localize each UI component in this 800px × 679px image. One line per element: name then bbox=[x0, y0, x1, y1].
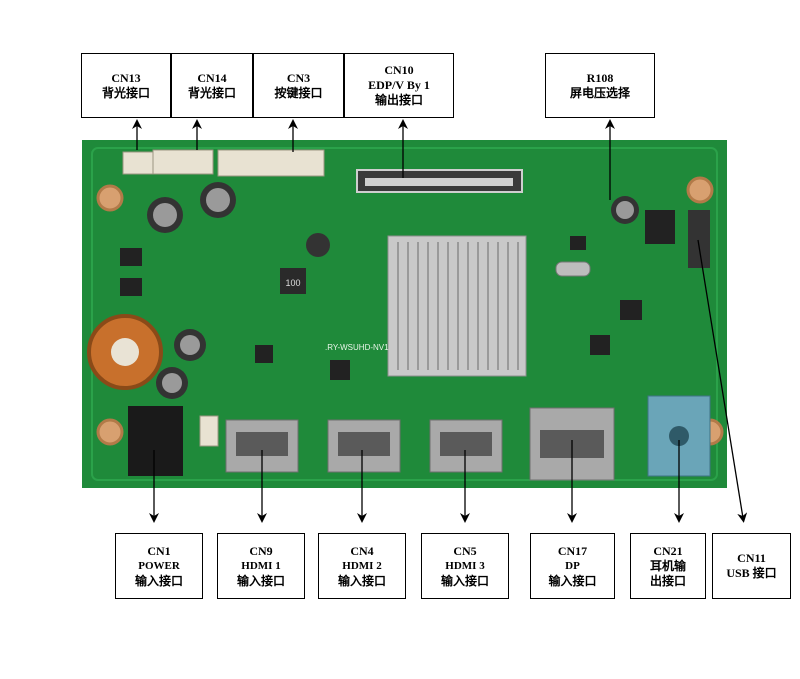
ic-chip bbox=[645, 210, 675, 244]
label-cn21-line3: 出接口 bbox=[649, 573, 686, 588]
label-cn21-line2: 耳机输 bbox=[649, 558, 686, 573]
label-cn3-line2: 按键接口 bbox=[274, 85, 323, 100]
label-cn1-line3: 输入接口 bbox=[134, 573, 183, 588]
label-cn1-line1: CN1 bbox=[147, 543, 171, 558]
label-cn17-line1: CN17 bbox=[557, 543, 588, 558]
cn10-connector-slot bbox=[365, 178, 513, 186]
hdmi2-port-opening bbox=[338, 432, 390, 456]
label-cn14: CN14 背光接口 bbox=[171, 53, 253, 118]
power-jack bbox=[128, 406, 183, 476]
label-cn11: CN11 USB 接口 bbox=[712, 533, 791, 599]
label-cn13: CN13 背光接口 bbox=[81, 53, 171, 118]
label-cn4: CN4 HDMI 2 输入接口 bbox=[318, 533, 406, 599]
ic-chip bbox=[590, 335, 610, 355]
label-cn9-line2: HDMI 1 bbox=[241, 559, 281, 572]
label-cn11-line2: USB 接口 bbox=[726, 566, 777, 580]
mounting-hole bbox=[96, 184, 124, 212]
label-r108-line2: 屏电压选择 bbox=[569, 85, 630, 100]
capacitor bbox=[206, 188, 230, 212]
board-silkscreen: .RY-WSUHD-NV1 bbox=[325, 343, 389, 352]
label-cn1-line2: POWER bbox=[138, 559, 180, 572]
label-cn17: CN17 DP 输入接口 bbox=[530, 533, 615, 599]
capacitor bbox=[306, 233, 330, 257]
label-cn10-line2: EDP/V By 1 bbox=[368, 78, 430, 92]
label-cn3: CN3 按键接口 bbox=[253, 53, 344, 118]
label-cn5-line1: CN5 bbox=[453, 543, 477, 558]
ic-chip bbox=[330, 360, 350, 380]
label-cn4-line1: CN4 bbox=[350, 543, 374, 558]
label-cn9: CN9 HDMI 1 输入接口 bbox=[217, 533, 305, 599]
capacitor bbox=[180, 335, 200, 355]
label-cn4-line2: HDMI 2 bbox=[342, 559, 382, 572]
label-cn21: CN21 耳机输 出接口 bbox=[630, 533, 706, 599]
small-connector bbox=[199, 415, 219, 447]
toroid-inductor-core bbox=[111, 338, 139, 366]
label-cn5-line3: 输入接口 bbox=[440, 573, 489, 588]
arrow-cn11 bbox=[697, 239, 748, 523]
label-cn4-line3: 输入接口 bbox=[337, 573, 386, 588]
capacitor bbox=[153, 203, 177, 227]
label-cn5: CN5 HDMI 3 输入接口 bbox=[421, 533, 509, 599]
label-cn9-line1: CN9 bbox=[249, 543, 273, 558]
mounting-hole bbox=[686, 176, 714, 204]
ic-chip bbox=[620, 300, 642, 320]
inductor-marking: 100 bbox=[285, 278, 300, 288]
mounting-hole bbox=[96, 418, 124, 446]
label-cn3-line1: CN3 bbox=[286, 70, 311, 85]
cn3-connector bbox=[217, 149, 325, 177]
label-cn10-line3: 输出接口 bbox=[374, 93, 423, 107]
crystal bbox=[555, 261, 591, 277]
ic-chip bbox=[570, 236, 586, 250]
inductor-100 bbox=[280, 268, 306, 294]
heatsink-fins bbox=[397, 242, 519, 370]
label-cn13-line1: CN13 bbox=[111, 70, 141, 85]
mosfet bbox=[120, 278, 142, 296]
label-cn14-line1: CN14 bbox=[197, 70, 227, 85]
label-cn9-line3: 输入接口 bbox=[236, 573, 285, 588]
cn14-connector bbox=[152, 149, 214, 175]
capacitor bbox=[616, 201, 634, 219]
label-r108: R108 屏电压选择 bbox=[545, 53, 655, 118]
label-cn1: CN1 POWER 输入接口 bbox=[115, 533, 203, 599]
label-cn11-line1: CN11 bbox=[737, 551, 766, 565]
label-cn21-line1: CN21 bbox=[653, 543, 683, 558]
label-cn10: CN10 EDP/V By 1 输出接口 bbox=[344, 53, 454, 118]
mosfet bbox=[120, 248, 142, 266]
audio-jack-hole bbox=[669, 426, 689, 446]
label-cn17-line2: DP bbox=[565, 559, 580, 572]
label-cn10-line1: CN10 bbox=[384, 63, 414, 77]
pcb-board-edge bbox=[91, 147, 718, 481]
hdmi3-port-opening bbox=[440, 432, 492, 456]
label-cn13-line2: 背光接口 bbox=[101, 85, 150, 100]
label-cn5-line2: HDMI 3 bbox=[445, 559, 485, 572]
capacitor bbox=[162, 373, 182, 393]
label-cn14-line2: 背光接口 bbox=[187, 85, 236, 100]
usb-header bbox=[688, 210, 710, 268]
label-cn17-line3: 输入接口 bbox=[548, 573, 597, 588]
label-r108-line1: R108 bbox=[586, 70, 614, 85]
ic-chip bbox=[255, 345, 273, 363]
